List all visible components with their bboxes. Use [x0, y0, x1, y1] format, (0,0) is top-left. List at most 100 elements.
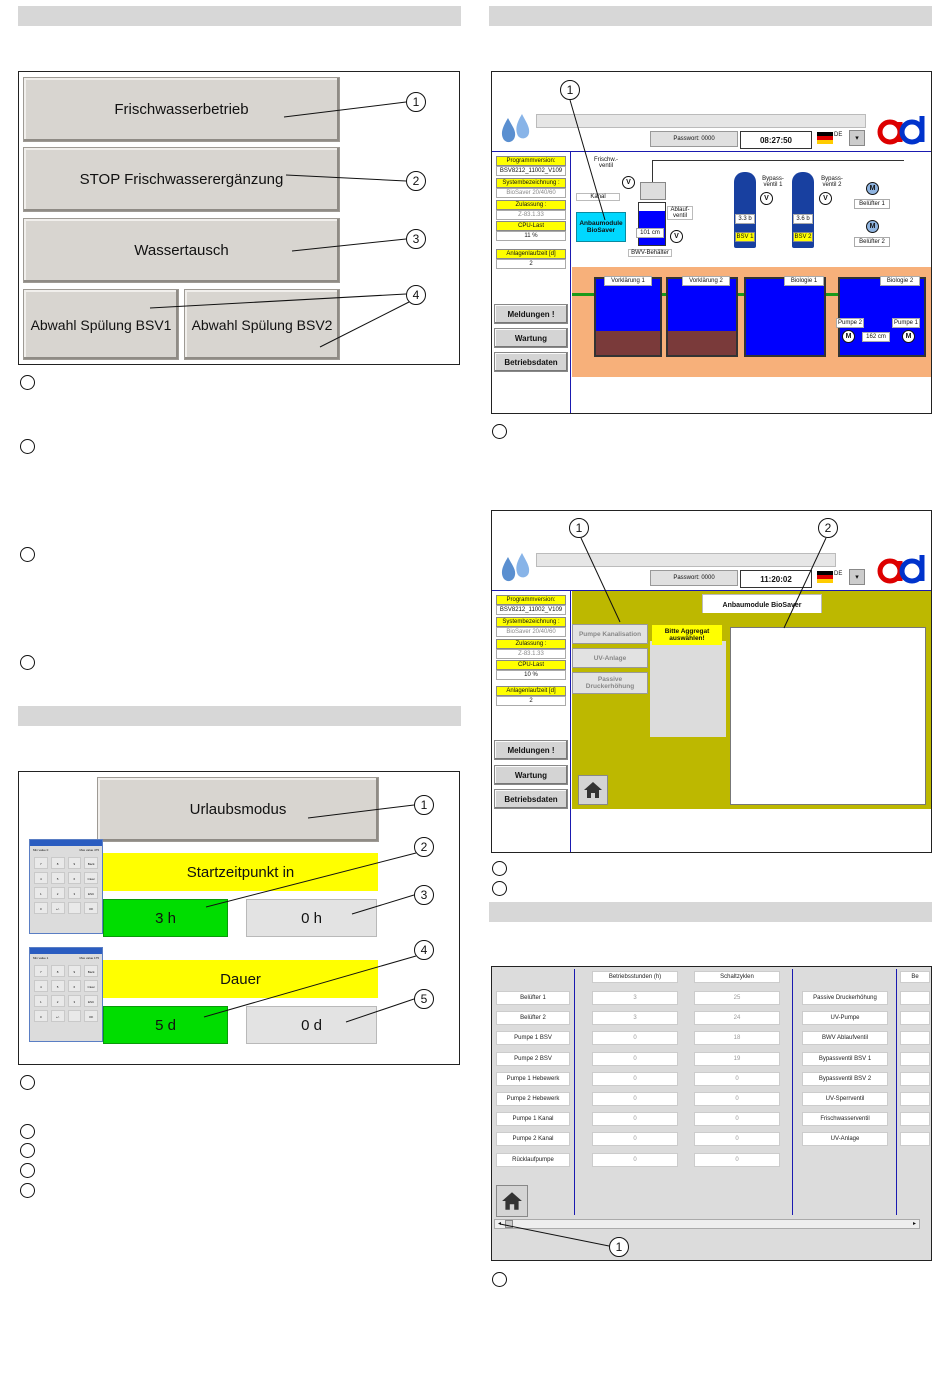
meldungen-button[interactable]: Meldungen ! [494, 304, 568, 324]
valve-icon[interactable]: V [670, 230, 683, 243]
keypad-key[interactable]: ESC [84, 995, 98, 1007]
water-drop-logo [501, 114, 530, 143]
keypad-key[interactable]: 2 [50, 887, 65, 899]
wartung-button[interactable]: Wartung [494, 765, 568, 785]
keypad-key[interactable]: Clear [84, 980, 98, 992]
keypad-key[interactable]: OK [84, 902, 98, 914]
home-button[interactable] [578, 775, 608, 805]
keypad-key[interactable]: 8 [50, 965, 65, 977]
language-select[interactable]: DE [834, 571, 843, 577]
scroll-thumb[interactable] [505, 1220, 513, 1228]
row-cycles: 0 [694, 1112, 780, 1127]
right-item[interactable]: Bypassventil BSV 1 [802, 1051, 888, 1066]
dauer-remaining-field: 0 d [246, 1006, 377, 1044]
chevron-down-icon[interactable]: ▾ [849, 130, 865, 146]
keypad-key[interactable]: 0 [34, 1010, 48, 1022]
keypad-key[interactable]: Back [84, 857, 98, 869]
row-name[interactable]: Belüfter 1 [496, 991, 570, 1005]
keypad-key[interactable]: 3 [67, 995, 82, 1007]
keypad-key[interactable]: 1 [34, 887, 48, 899]
wartung-button[interactable]: Wartung [494, 328, 568, 348]
start-value-field[interactable]: 3 h [103, 899, 228, 937]
legend-bullet [20, 655, 35, 670]
keypad-key[interactable] [67, 1010, 82, 1022]
chevron-down-icon[interactable]: ▾ [849, 569, 865, 585]
keypad-key[interactable]: 0 [34, 902, 48, 914]
keypad-key[interactable]: 1 [34, 995, 48, 1007]
right-item[interactable]: Bypassventil BSV 2 [802, 1071, 888, 1086]
horizontal-scrollbar[interactable]: ◂ ▸ [494, 1219, 920, 1229]
legend-bullet [20, 1183, 35, 1198]
cpu-label: CPU-Last [496, 660, 566, 670]
stop-frischwasser-button[interactable]: STOP Frischwasserergänzung [23, 147, 340, 212]
module-button-druck[interactable]: Passive Druckerhöhung [572, 672, 648, 694]
valve-icon[interactable]: V [622, 176, 635, 189]
keypad-key[interactable]: ESC [84, 887, 98, 899]
right-item[interactable]: BWV Ablaufventil [802, 1031, 888, 1046]
abwahl-bsv2-button[interactable]: Abwahl Spülung BSV2 [184, 289, 340, 360]
right-item[interactable]: UV-Sperrventil [802, 1092, 888, 1106]
betriebsdaten-button[interactable]: Betriebsdaten [494, 352, 568, 372]
keypad-key[interactable]: 2 [50, 995, 65, 1007]
callout-1: 1 [414, 795, 434, 815]
frischwasserbetrieb-button[interactable]: Frischwasserbetrieb [23, 77, 340, 142]
callout-4: 4 [414, 940, 434, 960]
kanal-label: Kanal [576, 193, 620, 201]
row-hours: 3 [592, 1011, 678, 1026]
keypad-key[interactable]: +/- [50, 902, 65, 914]
legend-bullet [20, 1143, 35, 1158]
row-name[interactable]: Rücklaufpumpe [496, 1152, 570, 1167]
scroll-left-icon[interactable]: ◂ [497, 1221, 501, 1227]
abwahl-bsv1-button[interactable]: Abwahl Spülung BSV1 [23, 289, 179, 360]
meldungen-button[interactable]: Meldungen ! [494, 740, 568, 760]
row-name[interactable]: Belüfter 2 [496, 1011, 570, 1026]
row-name[interactable]: Pumpe 1 BSV [496, 1031, 570, 1046]
pumpe1-label: Pumpe 1 [892, 318, 920, 328]
module-button-pumpe[interactable]: Pumpe Kanalisation [572, 624, 648, 644]
section-header-bar [489, 902, 932, 922]
keypad-key[interactable]: 8 [50, 857, 65, 869]
keypad-key[interactable]: 9 [67, 965, 82, 977]
program-label: Programmversion: [496, 156, 566, 166]
dauer-value-field[interactable]: 5 d [103, 1006, 228, 1044]
wassertausch-button[interactable]: Wassertausch [23, 218, 340, 283]
valve-icon[interactable]: V [819, 192, 832, 205]
frischwasser-ventil-label: Frischw.- ventil [594, 157, 618, 169]
keypad-key[interactable]: 6 [67, 872, 82, 884]
anbaumodule-button[interactable]: Anbaumodule BioSaver [576, 212, 626, 242]
keypad-key[interactable] [67, 902, 82, 914]
row-name[interactable]: Pumpe 1 Kanal [496, 1112, 570, 1127]
valve-icon[interactable]: V [760, 192, 773, 205]
keypad-key[interactable]: 9 [67, 857, 82, 869]
row-name[interactable]: Pumpe 2 Kanal [496, 1132, 570, 1147]
right-item[interactable]: UV-Anlage [802, 1132, 888, 1147]
keypad-key[interactable]: Back [84, 965, 98, 977]
betriebsdaten-button[interactable]: Betriebsdaten [494, 789, 568, 809]
keypad-key[interactable]: 4 [34, 872, 48, 884]
keypad-key[interactable]: 3 [67, 887, 82, 899]
keypad-key[interactable]: 7 [34, 857, 48, 869]
keypad-key[interactable]: 5 [50, 980, 65, 992]
right-item[interactable]: UV-Pumpe [802, 1011, 888, 1026]
keypad-key[interactable]: 5 [50, 872, 65, 884]
row-name[interactable]: Pumpe 2 Hebewerk [496, 1092, 570, 1106]
keypad-key[interactable]: 4 [34, 980, 48, 992]
password-display[interactable]: Passwort: 0000 [650, 131, 738, 147]
keypad-key[interactable]: 7 [34, 965, 48, 977]
right-item[interactable]: Frischwasserventil [802, 1112, 888, 1127]
row-name[interactable]: Pumpe 1 Hebewerk [496, 1071, 570, 1086]
home-button[interactable] [496, 1185, 528, 1217]
keypad-key[interactable]: Clear [84, 872, 98, 884]
module-button-uv[interactable]: UV-Anlage [572, 648, 648, 668]
urlaubsmodus-button[interactable]: Urlaubsmodus [97, 777, 379, 842]
scroll-right-icon[interactable]: ▸ [912, 1221, 916, 1227]
password-display[interactable]: Passwort: 0000 [650, 570, 738, 586]
keypad-key[interactable]: OK [84, 1010, 98, 1022]
keypad-key[interactable]: 6 [67, 980, 82, 992]
row-name[interactable]: Pumpe 2 BSV [496, 1051, 570, 1066]
language-select[interactable]: DE [834, 132, 843, 138]
right-item[interactable]: Passive Druckerhöhung [802, 991, 888, 1005]
keypad-key[interactable]: +/- [50, 1010, 65, 1022]
